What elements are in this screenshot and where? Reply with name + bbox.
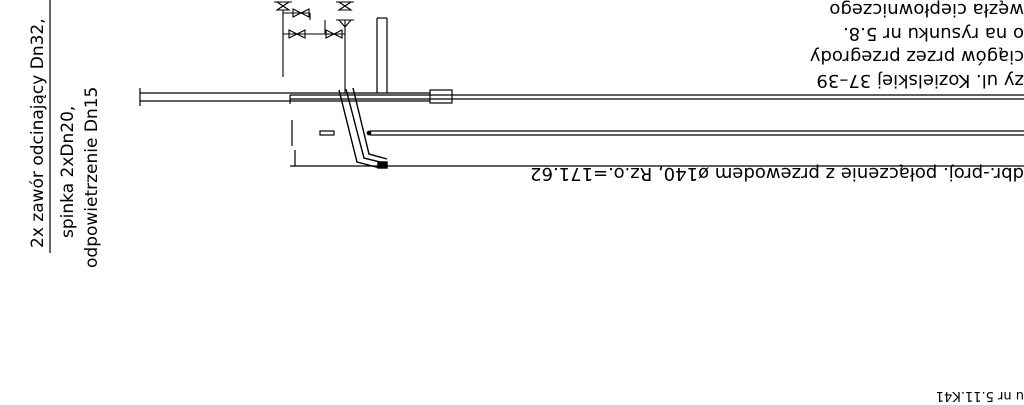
note-line-3: ciągów przez przegrody xyxy=(809,46,1024,67)
pipe-end-fitting xyxy=(429,89,453,104)
bent-pipe xyxy=(338,87,388,169)
valve-spinka-right-icon xyxy=(325,29,343,39)
valve-spinka-left-icon xyxy=(288,29,306,39)
small-marker xyxy=(319,130,335,136)
pipe-lines xyxy=(139,88,1024,167)
valve-label: 2x zawór odcinający Dn32, xyxy=(28,18,48,248)
valve-top-mid-icon xyxy=(292,8,310,18)
note-line-1: węzła ciepłowniczego xyxy=(829,0,1024,20)
note-line-2: o na rysunku nr 5.8. xyxy=(843,23,1024,44)
valve-assembly xyxy=(274,1,354,93)
drawing-reference: u nr 5.11.K41 xyxy=(936,388,1024,403)
vent-stack xyxy=(376,17,388,93)
valve-right-icon xyxy=(337,1,353,11)
inner-pipe-node xyxy=(366,130,372,136)
vent-label: odpowietrzenie Dn15 xyxy=(82,87,102,268)
valve-left-icon xyxy=(275,1,291,11)
note-line-4: zy ul. Kozielskiej 37–39 xyxy=(816,70,1024,91)
connection-note: dbr.-proj. połączenie z przewodem ø140, … xyxy=(530,163,1024,184)
spinka-label: spinka 2xDn20, xyxy=(58,106,78,238)
top-right-notes: węzła ciepłowniczego o na rysunku nr 5.8… xyxy=(809,0,1024,91)
left-notes: 2x zawór odcinający Dn32, spinka 2xDn20,… xyxy=(28,0,102,268)
